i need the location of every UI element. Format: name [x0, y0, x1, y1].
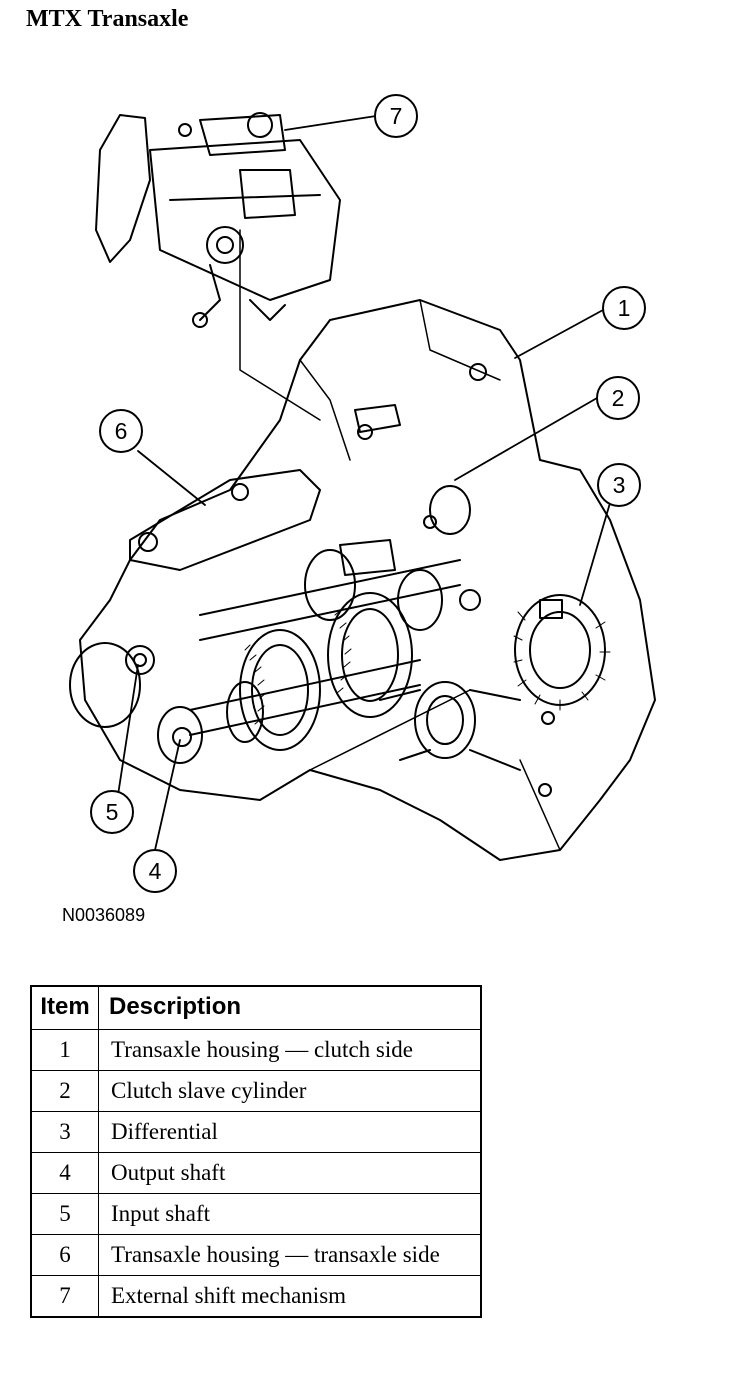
item-number: 1 [30, 1029, 99, 1071]
transaxle-body-drawing [69, 299, 656, 861]
transaxle-illustration: 7 1 2 3 6 5 4 [0, 40, 736, 940]
callout-7: 7 [390, 103, 403, 129]
item-description: Output shaft [98, 1152, 482, 1194]
item-description: Transaxle housing — transaxle side [98, 1234, 482, 1276]
item-number: 6 [30, 1234, 99, 1276]
callout-3: 3 [613, 472, 626, 498]
item-description: External shift mechanism [98, 1275, 482, 1318]
shift-mechanism-drawing [95, 112, 341, 421]
item-number: 5 [30, 1193, 99, 1235]
header-item: Item [30, 985, 99, 1030]
callout-1: 1 [618, 295, 631, 321]
table-row: 3 Differential [30, 1111, 482, 1153]
item-number: 4 [30, 1152, 99, 1194]
figure-id: N0036089 [62, 905, 146, 925]
callout-5: 5 [106, 799, 119, 825]
callout-6: 6 [115, 418, 128, 444]
page-title: MTX Transaxle [26, 6, 189, 32]
legend-header-row: Item Description [30, 985, 482, 1030]
table-row: 7 External shift mechanism [30, 1275, 482, 1318]
callout-markers [90, 94, 646, 893]
table-row: 5 Input shaft [30, 1193, 482, 1235]
callout-2: 2 [612, 385, 625, 411]
table-row: 4 Output shaft [30, 1152, 482, 1194]
table-row: 1 Transaxle housing — clutch side [30, 1029, 482, 1071]
legend-table: Item Description 1 Transaxle housing — c… [30, 985, 482, 1318]
item-description: Clutch slave cylinder [98, 1070, 482, 1112]
item-description: Transaxle housing — clutch side [98, 1029, 482, 1071]
item-description: Input shaft [98, 1193, 482, 1235]
item-number: 7 [30, 1275, 99, 1318]
item-description: Differential [98, 1111, 482, 1153]
table-row: 6 Transaxle housing — transaxle side [30, 1234, 482, 1276]
header-description: Description [98, 985, 482, 1030]
table-row: 2 Clutch slave cylinder [30, 1070, 482, 1112]
item-number: 2 [30, 1070, 99, 1112]
item-number: 3 [30, 1111, 99, 1153]
callout-4: 4 [149, 858, 162, 884]
